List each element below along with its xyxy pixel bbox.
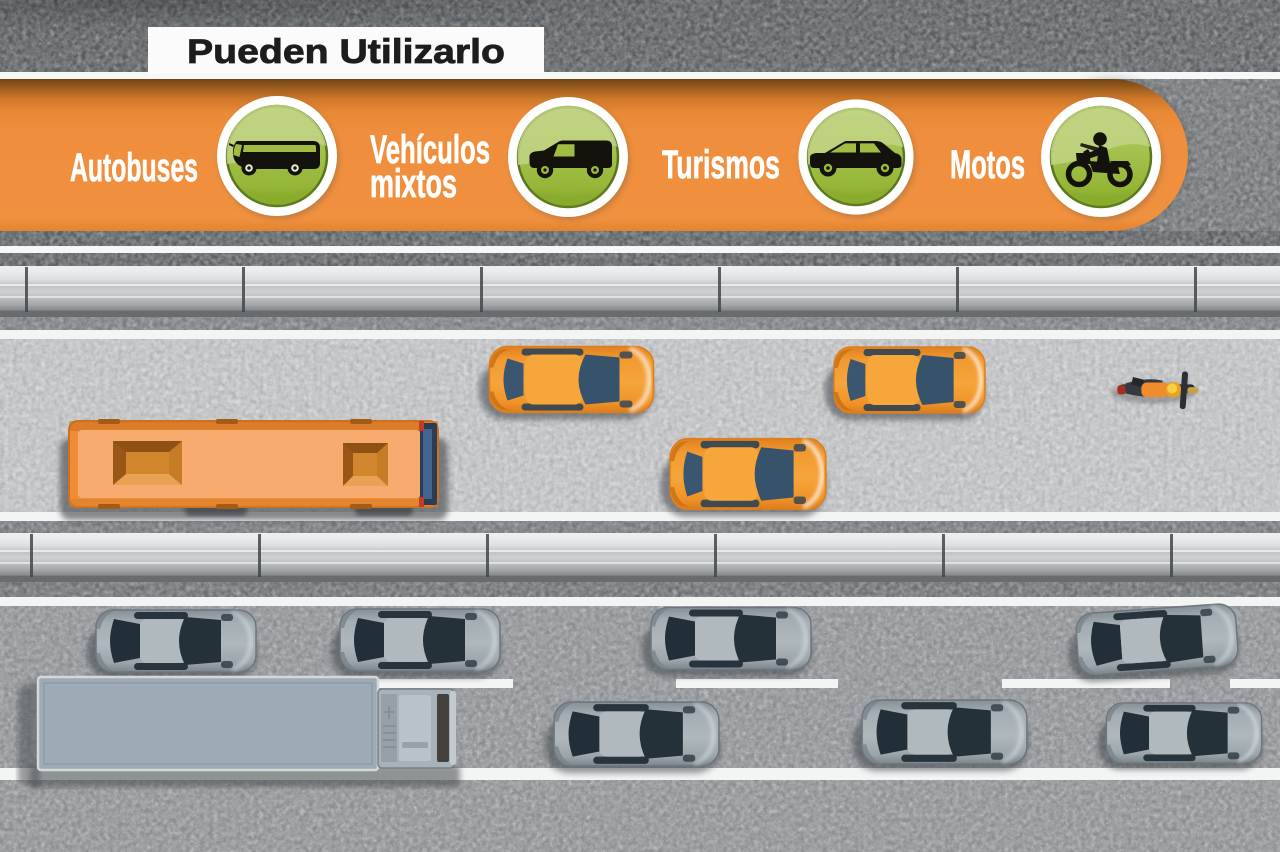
svg-text:Vehículos: Vehículos (370, 128, 490, 172)
svg-text:Pueden Utilizarlo: Pueden Utilizarlo (187, 33, 505, 71)
svg-text:Motos: Motos (950, 143, 1025, 187)
svg-text:Turismos: Turismos (662, 143, 780, 187)
svg-text:Autobuses: Autobuses (70, 146, 198, 190)
svg-text:mixtos: mixtos (370, 162, 457, 206)
